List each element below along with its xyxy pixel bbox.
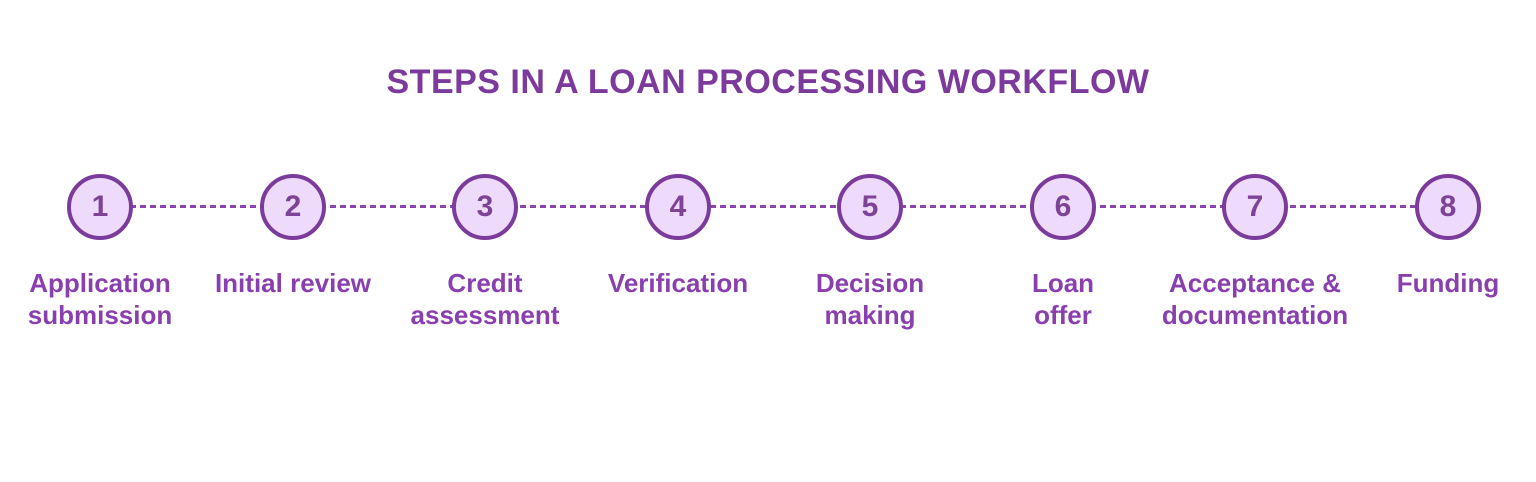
- timeline-step: 8 Funding: [1353, 174, 1536, 299]
- step-number: 2: [284, 190, 302, 223]
- timeline-step: 5 Decision making: [775, 174, 965, 331]
- step-number: 4: [669, 190, 687, 223]
- timeline-step: 3 Credit assessment: [390, 174, 580, 331]
- step-number: 5: [861, 190, 879, 223]
- step-number-circle: 2: [260, 174, 326, 240]
- step-label: Loan offer: [1031, 268, 1095, 330]
- step-label: Verification: [607, 268, 749, 298]
- timeline-connector-line: [100, 205, 1448, 208]
- step-number-circle: 1: [67, 174, 133, 240]
- step-number-circle: 8: [1415, 174, 1481, 240]
- timeline-step: 7 Acceptance & documentation: [1160, 174, 1350, 331]
- step-number-circle: 6: [1030, 174, 1096, 240]
- timeline-step: 6 Loan offer: [968, 174, 1158, 331]
- step-label: Initial review: [214, 268, 372, 298]
- step-number: 7: [1246, 190, 1264, 223]
- step-number-circle: 7: [1222, 174, 1288, 240]
- step-number: 3: [476, 190, 494, 223]
- diagram-title: STEPS IN A LOAN PROCESSING WORKFLOW: [386, 63, 1150, 101]
- timeline-step: 1 Application submission: [5, 174, 195, 331]
- timeline-step: 2 Initial review: [198, 174, 388, 299]
- step-number-circle: 4: [645, 174, 711, 240]
- step-number-circle: 5: [837, 174, 903, 240]
- step-label: Credit assessment: [410, 268, 560, 330]
- step-label: Acceptance & documentation: [1161, 268, 1349, 330]
- timeline-step: 4 Verification: [583, 174, 773, 299]
- step-number-circle: 3: [452, 174, 518, 240]
- step-label: Decision making: [815, 268, 925, 330]
- step-number: 1: [91, 190, 109, 223]
- step-label: Funding: [1396, 268, 1500, 298]
- step-number: 6: [1054, 190, 1072, 223]
- step-number: 8: [1439, 190, 1457, 223]
- step-label: Application submission: [27, 268, 173, 330]
